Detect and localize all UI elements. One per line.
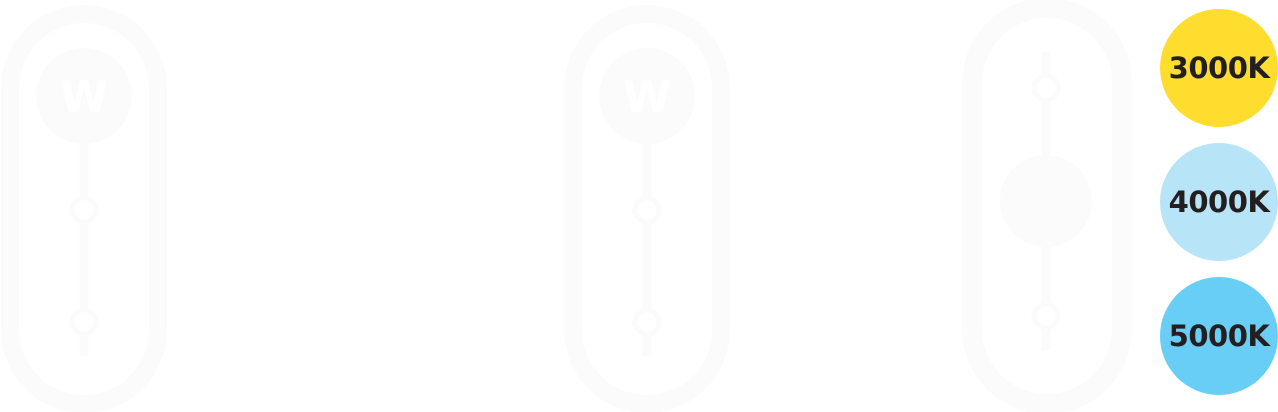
svg-text:W: W (60, 72, 109, 123)
color-temp-badge-3000k: 3000K (1160, 9, 1278, 127)
color-temp-label: 4000K (1168, 185, 1270, 219)
switch-icon (962, 0, 1132, 412)
color-temp-label: 5000K (1168, 319, 1270, 353)
color-temp-badge-4000k: 4000K (1160, 143, 1278, 261)
color-temp-badge-5000k: 5000K (1160, 277, 1278, 395)
switch-icon: W (1, 5, 167, 412)
switch-icon: W (564, 5, 730, 412)
svg-text:W: W (623, 72, 672, 123)
color-temp-label: 3000K (1168, 51, 1270, 85)
